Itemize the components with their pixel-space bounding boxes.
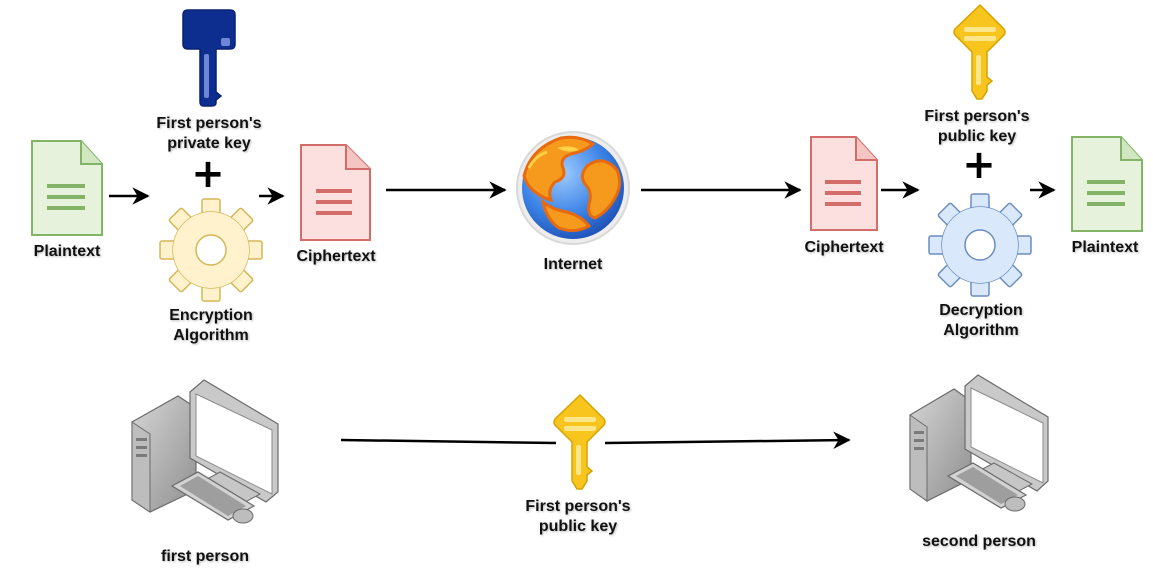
private-key-label-line1: First person's xyxy=(156,115,262,132)
private-key-label-line2: private key xyxy=(167,135,251,152)
ciphertext-left-label: Ciphertext xyxy=(296,248,376,265)
first-person-computer-icon xyxy=(131,379,279,524)
public-key-bottom-label-line2: public key xyxy=(538,518,618,535)
plaintext-left-label: Plaintext xyxy=(33,243,101,260)
public-key-bottom-label-line1: First person's xyxy=(525,498,631,515)
public-key-bottom-icon xyxy=(553,393,606,490)
decryption-label-line1: Decryption xyxy=(939,302,1023,319)
ciphertext-left-document-icon xyxy=(300,144,371,241)
ciphertext-right-document-icon xyxy=(810,136,878,231)
second-person-computer-icon xyxy=(909,374,1049,512)
public-key-top-label-line1: First person's xyxy=(924,108,1030,125)
internet-globe-icon xyxy=(516,131,630,245)
arrow-first-person-key-segment xyxy=(340,438,557,445)
public-key-top-icon xyxy=(953,3,1006,100)
public-key-top-label-line2: public key xyxy=(937,128,1017,145)
encryption-label-line1: Encryption xyxy=(169,307,253,324)
ciphertext-right-label: Ciphertext xyxy=(804,239,884,256)
plaintext-left-document-icon xyxy=(31,140,103,236)
first-person-label: first person xyxy=(160,548,249,565)
arrow-key-to-second-person xyxy=(604,431,851,449)
plaintext-right-document-icon xyxy=(1071,136,1143,232)
encryption-label-line2: Algorithm xyxy=(173,327,249,344)
plus-sign-left: + xyxy=(191,151,225,197)
plus-sign-right: + xyxy=(962,142,996,188)
encryption-gear-icon xyxy=(159,198,263,302)
decryption-label-line2: Algorithm xyxy=(943,322,1019,339)
internet-label: Internet xyxy=(543,256,603,273)
plaintext-right-label: Plaintext xyxy=(1071,239,1139,256)
second-person-label: second person xyxy=(922,533,1036,550)
decryption-gear-icon xyxy=(928,193,1032,297)
private-key-icon xyxy=(182,9,236,107)
